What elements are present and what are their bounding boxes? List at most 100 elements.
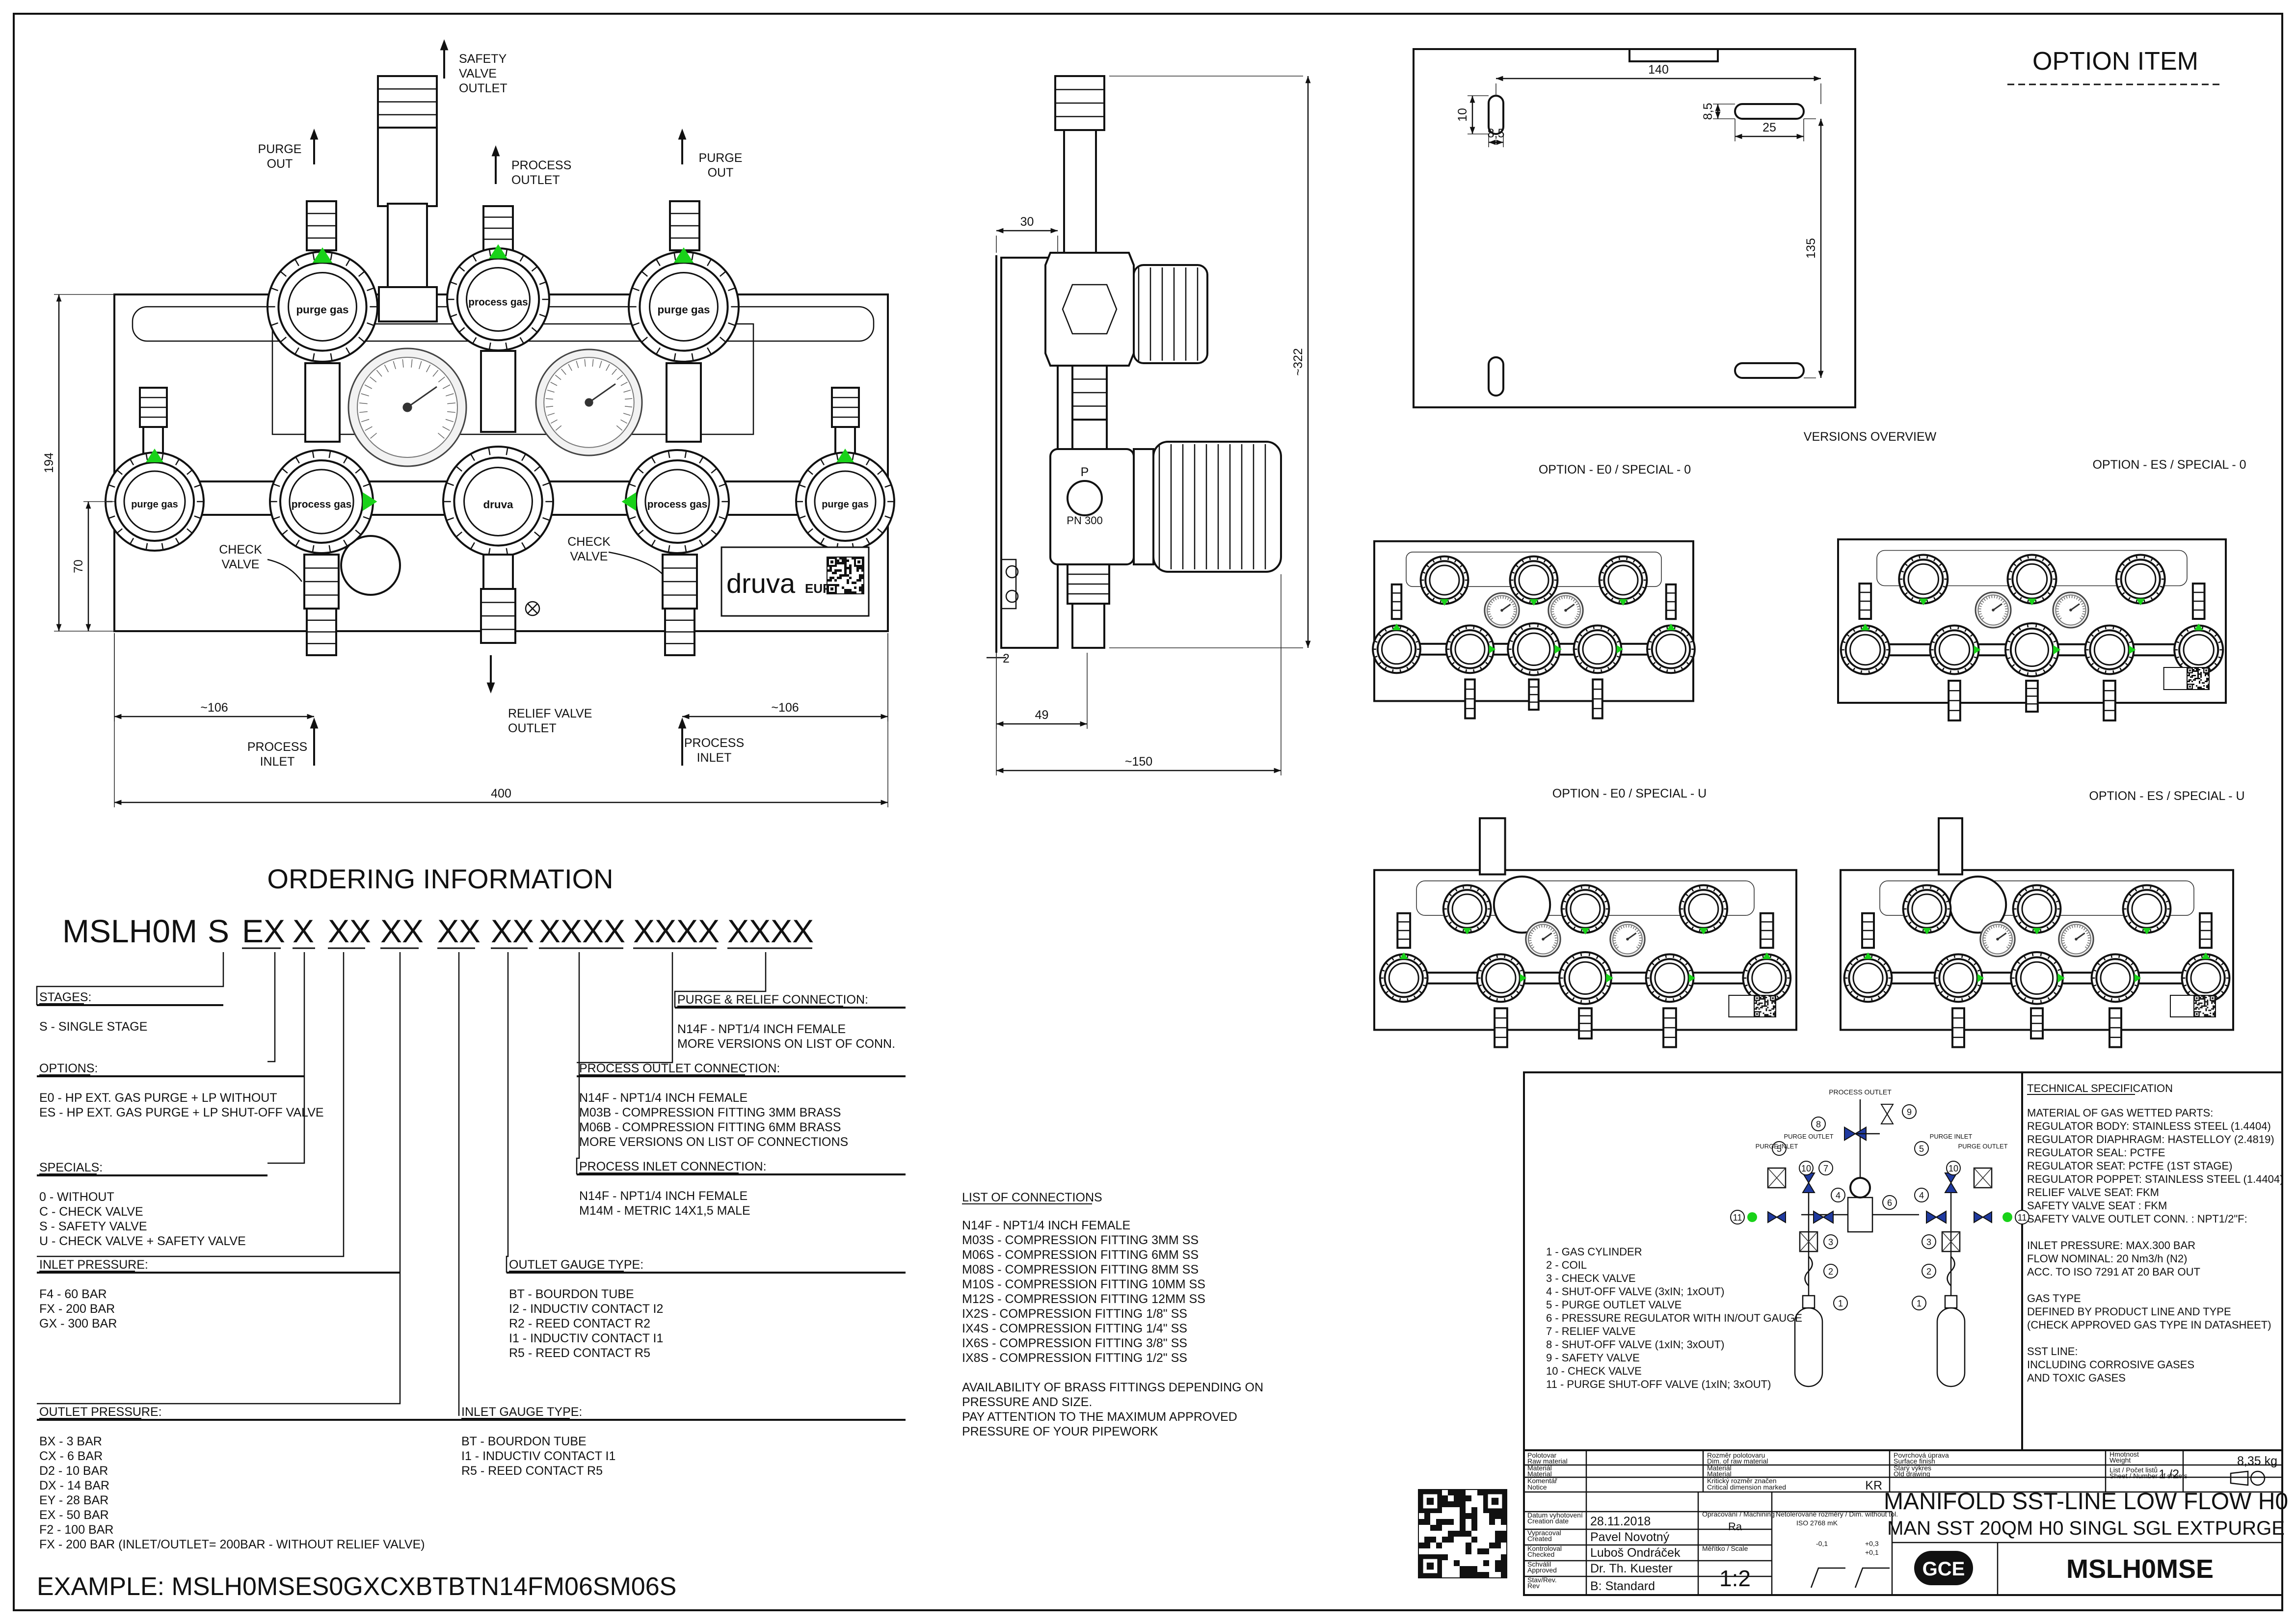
qr-finder-core <box>2212 997 2214 999</box>
qr-module <box>854 591 856 594</box>
knob-grip <box>2023 955 2027 959</box>
qr-module <box>2193 675 2194 676</box>
safety-valve-stem <box>387 203 428 288</box>
knob-grip <box>2208 628 2212 632</box>
mini-regulator-top <box>1898 554 1949 606</box>
knob-grip <box>1374 655 1378 658</box>
qr-module <box>849 572 852 574</box>
qr-module <box>1765 1015 1767 1017</box>
qr-module <box>2199 1007 2201 1009</box>
knob-grip <box>330 252 333 261</box>
knob-grip <box>1946 900 1949 903</box>
tb-komentar: Komentář <box>1527 1477 1557 1485</box>
qr-module <box>2189 673 2190 675</box>
knob-grip <box>2011 632 2015 636</box>
knob-grip <box>272 516 280 520</box>
green-indicator <box>1699 928 1708 935</box>
versions-title: VERSIONS OVERVIEW <box>1804 430 1937 444</box>
sch-ref-circle <box>1914 1141 1929 1156</box>
gauge-tick <box>2063 597 2066 600</box>
qr-module <box>1501 1572 1507 1578</box>
gauge-tick <box>426 364 431 373</box>
gauge-tick <box>376 370 382 377</box>
qr-module <box>2205 673 2206 675</box>
gauge-tick <box>624 406 633 408</box>
gauge-tick <box>2057 615 2060 617</box>
knob-grip <box>542 517 550 521</box>
knob-grip <box>194 484 201 488</box>
knob-grip <box>1476 888 1480 892</box>
regulator-face <box>466 267 531 332</box>
knob-grip <box>1544 626 1548 631</box>
qr-module <box>1436 1525 1442 1531</box>
knob-grip <box>2039 885 2042 889</box>
gauge-tick <box>1575 603 1578 606</box>
mini-fitting <box>1861 912 1875 949</box>
knob-grip <box>488 249 491 257</box>
gauge-tick <box>545 406 554 408</box>
qr-module <box>2200 687 2202 688</box>
sch-ref-number: 5 <box>1777 1144 1782 1154</box>
qr-module <box>847 582 849 584</box>
qr-module <box>2189 675 2190 676</box>
purge-relief-header: PURGE & RELIEF CONNECTION: <box>677 993 868 1007</box>
knob-grip <box>1479 628 1483 632</box>
check-valve-left-label: VALVE <box>222 558 260 571</box>
knob-grip <box>270 287 278 292</box>
outlet-pressure-line: F2 - 100 BAR <box>39 1523 113 1537</box>
knob-grip <box>2046 926 2050 930</box>
gauge-tick <box>2059 600 2062 603</box>
sch-ref-number: 10 <box>1949 1164 1958 1173</box>
dimension-arrow <box>1814 76 1821 81</box>
knob-grip <box>1600 669 1602 673</box>
process-inlet-right-label: PROCESS <box>684 736 744 750</box>
qr-finder-core <box>2196 1013 2198 1015</box>
knob-grip <box>539 281 547 285</box>
qr-module <box>1501 1537 1507 1543</box>
connection-line: M08S - COMPRESSION FITTING 8MM SS <box>962 1263 1199 1277</box>
knob-grip <box>312 545 315 553</box>
connection-line: M12S - COMPRESSION FITTING 12MM SS <box>962 1292 1205 1306</box>
knob-grip <box>312 252 315 261</box>
knob-grip <box>2150 558 2154 561</box>
qr-module <box>1773 1008 1775 1010</box>
qr-module <box>2198 1002 2200 1004</box>
knob-grip <box>711 530 718 535</box>
regulator-face <box>1568 961 1602 995</box>
knob-grip <box>1413 995 1416 999</box>
knob-grip <box>2150 597 2154 601</box>
knob-grip <box>1776 957 1780 961</box>
knob-grip <box>472 255 477 262</box>
gauge-tick <box>561 369 566 375</box>
mini-fitting <box>2191 583 2206 620</box>
knob-grip <box>1953 998 1956 1002</box>
knob-grip <box>719 516 726 520</box>
sch-ref-circle <box>1811 1117 1826 1131</box>
gauge-tick <box>1998 597 2001 600</box>
knob-grip <box>1849 962 1853 966</box>
knob-grip <box>367 322 374 326</box>
knob-grip <box>1606 985 1610 988</box>
purge-inlet-tube-left <box>142 426 164 455</box>
knob-grip <box>534 466 541 472</box>
knob-grip <box>719 483 726 487</box>
qr-module <box>2196 1007 2198 1009</box>
qr-module <box>834 572 837 574</box>
knob-grip <box>1931 640 1935 643</box>
qr-module <box>1495 1513 1501 1519</box>
knob-grip <box>807 528 813 534</box>
version-label-0: OPTION - E0 / SPECIAL - 0 <box>1539 463 1691 477</box>
regulator-face <box>814 470 877 533</box>
qr-module <box>1483 1572 1489 1578</box>
dimension-arrow <box>114 799 122 805</box>
qr-module <box>2204 1015 2206 1017</box>
qr-module <box>849 591 852 594</box>
knob-grip <box>699 456 704 464</box>
knob-grip <box>719 271 726 277</box>
green-indicator <box>2134 974 2141 983</box>
legend-line: 11 - PURGE SHUT-OFF VALVE (1xIN; 3xOUT) <box>1546 1378 1771 1390</box>
knob-grip <box>1478 984 1482 987</box>
gauge-needle <box>588 383 616 403</box>
knob-grip <box>651 456 656 464</box>
knob-grip <box>1875 628 1878 632</box>
